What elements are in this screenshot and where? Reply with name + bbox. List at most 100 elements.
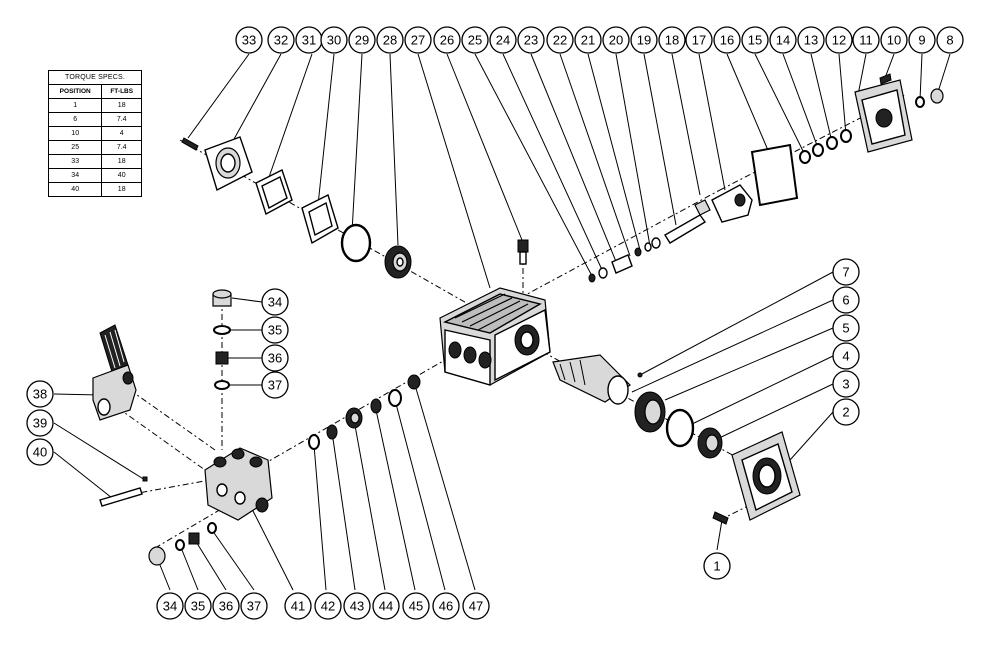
callout-label: 24 [496,33,510,48]
callout-label: 2 [842,405,849,420]
flange-screw-part [712,511,729,525]
callout-label: 27 [411,33,425,48]
callout-label: 1 [713,559,720,574]
callout-35: 35 [261,316,289,344]
callout-34: 34 [261,288,289,316]
callout-37: 37 [261,371,289,399]
manifold-seal-parts [308,374,421,450]
callout-44: 44 [372,592,400,620]
torque-value: 7.4 [101,140,142,155]
callout-6: 6 [832,286,860,314]
small-seal-parts [588,237,661,283]
callout-label: 34 [268,295,282,310]
end-cover-part [854,79,913,153]
callout-label: 34 [163,599,177,614]
callout-45: 45 [402,592,430,620]
callout-label: 14 [776,33,790,48]
callout-label: 21 [581,33,595,48]
crankcase-part [439,287,551,386]
shim-rings-part [799,129,852,164]
rear-flange-part [181,136,253,192]
flange-bearing-part [697,427,723,459]
callout-22: 22 [546,26,574,54]
callout-label: 19 [637,33,651,48]
callout-28: 28 [376,26,404,54]
callout-31: 31 [295,26,323,54]
callout-18: 18 [658,26,686,54]
mounting-flange-part [731,431,801,521]
callout-17: 17 [685,26,713,54]
torque-position: 34 [47,168,103,183]
callout-label: 31 [302,33,316,48]
callout-12: 12 [825,26,853,54]
cover-hardware-part [879,73,944,108]
callout-label: 11 [859,33,873,48]
callout-label: 4 [842,349,849,364]
callout-label: 47 [469,599,483,614]
callout-label: 32 [274,33,288,48]
callout-20: 20 [602,26,630,54]
manifold-bolt-part [99,476,148,507]
upper-valve-stack-part [212,289,232,390]
callout-47: 47 [462,592,490,620]
callout-label: 30 [327,33,341,48]
callout-label: 7 [842,265,849,280]
callout-label: 22 [553,33,567,48]
callout-label: 29 [355,33,369,48]
callout-label: 45 [409,599,423,614]
callout-35: 35 [184,592,212,620]
gasket-parts [255,169,339,245]
callout-label: 16 [720,33,734,48]
callout-11: 11 [852,26,880,54]
leader-lines [53,53,951,591]
callout-label: 43 [350,599,364,614]
callout-label: 33 [242,33,256,48]
callout-label: 35 [191,599,205,614]
callout-label: 13 [804,33,818,48]
callout-13: 13 [797,26,825,54]
callout-42: 42 [314,592,342,620]
callout-38: 38 [26,380,54,408]
callout-36: 36 [212,592,240,620]
callout-label: 9 [918,33,925,48]
callout-9: 9 [908,26,936,54]
callout-label: 23 [524,33,538,48]
callout-label: 39 [33,416,47,431]
callout-14: 14 [769,26,797,54]
callout-label: 20 [609,33,623,48]
callout-label: 37 [247,599,261,614]
callout-label: 8 [946,33,953,48]
callout-label: 40 [33,445,47,460]
callout-label: 15 [748,33,762,48]
bearing-part [384,245,412,279]
callout-15: 15 [741,26,769,54]
callout-label: 10 [887,33,901,48]
callout-label: 38 [33,387,47,402]
callout-5: 5 [832,314,860,342]
callout-label: 42 [321,599,335,614]
torque-position: 40 [47,182,103,197]
callout-label: 36 [219,599,233,614]
callout-39: 39 [26,409,54,437]
callout-label: 17 [692,33,706,48]
callout-29: 29 [348,26,376,54]
callout-8: 8 [936,26,964,54]
callout-43: 43 [343,592,371,620]
connecting-rod-part [664,184,753,244]
callout-33: 33 [235,26,263,54]
breather-plug-part [517,239,529,265]
callout-23: 23 [517,26,545,54]
callout-label: 41 [291,599,305,614]
callout-41: 41 [284,592,312,620]
callout-34: 34 [156,592,184,620]
o-ring-part [340,223,372,263]
callout-label: 37 [268,378,282,393]
callout-label: 26 [440,33,454,48]
callout-24: 24 [489,26,517,54]
callout-label: 35 [268,323,282,338]
callout-label: 6 [842,293,849,308]
torque-value: 18 [101,182,142,197]
callout-46: 46 [432,592,460,620]
